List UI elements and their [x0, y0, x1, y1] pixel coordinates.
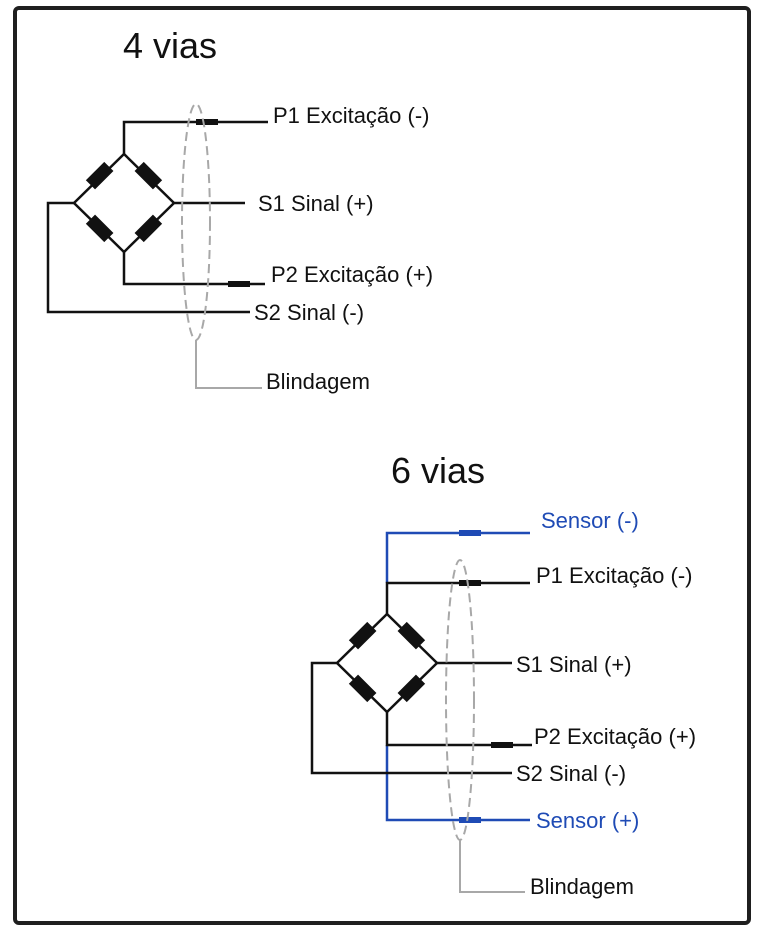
connector-p1 — [459, 580, 481, 586]
resistor-top-right — [397, 621, 426, 650]
shield-lead — [459, 840, 525, 893]
four-wire-title: 4 vias — [123, 25, 217, 66]
label-s2: S2 Sinal (-) — [516, 761, 626, 786]
wire-sensor-pos — [385, 745, 530, 822]
connector-p2 — [228, 281, 250, 287]
wire-p2 — [122, 252, 265, 286]
label-shield: Blindagem — [266, 369, 370, 394]
connector-sensor-neg — [459, 530, 481, 536]
four-wire-section: 4 vias P1 Excitação (-) S1 Sinal (+) P2 … — [46, 25, 433, 394]
label-p1: P1 Excitação (-) — [536, 563, 693, 588]
resistor-bottom-left — [348, 674, 377, 703]
connector-p2 — [491, 742, 513, 748]
wire-p2 — [385, 712, 532, 747]
six-wire-title: 6 vias — [391, 450, 485, 491]
label-s2: S2 Sinal (-) — [254, 300, 364, 325]
label-p2: P2 Excitação (+) — [534, 724, 696, 749]
label-sensor-pos: Sensor (+) — [536, 808, 639, 833]
bridge-outline — [72, 152, 176, 254]
label-p2: P2 Excitação (+) — [271, 262, 433, 287]
resistor-bottom-right — [397, 674, 426, 703]
shield-ellipse — [181, 103, 211, 341]
resistor-top-left — [348, 621, 377, 650]
resistor-bottom-right — [134, 214, 163, 243]
label-sensor-neg: Sensor (-) — [541, 508, 639, 533]
connector-p1 — [196, 119, 218, 125]
four-wire-bridge — [72, 152, 176, 254]
resistor-bottom-left — [85, 214, 114, 243]
wire-s2 — [310, 661, 512, 775]
wire-p1 — [122, 120, 268, 154]
wire-p1 — [385, 581, 530, 614]
six-wire-section: 6 vias Sensor (-) P1 Excitação (-) S1 Si… — [310, 450, 696, 899]
shield-lead — [195, 340, 262, 389]
bridge-outline — [335, 612, 439, 714]
label-p1: P1 Excitação (-) — [273, 103, 430, 128]
shield-ellipse — [445, 559, 475, 841]
resistor-top-left — [85, 161, 114, 190]
resistor-top-right — [134, 161, 163, 190]
six-wire-bridge — [335, 612, 439, 714]
label-s1: S1 Sinal (+) — [516, 652, 632, 677]
wire-s2 — [46, 201, 250, 314]
label-s1: S1 Sinal (+) — [258, 191, 374, 216]
connector-sensor-pos — [459, 817, 481, 823]
label-shield: Blindagem — [530, 874, 634, 899]
wire-sensor-neg — [385, 531, 530, 583]
